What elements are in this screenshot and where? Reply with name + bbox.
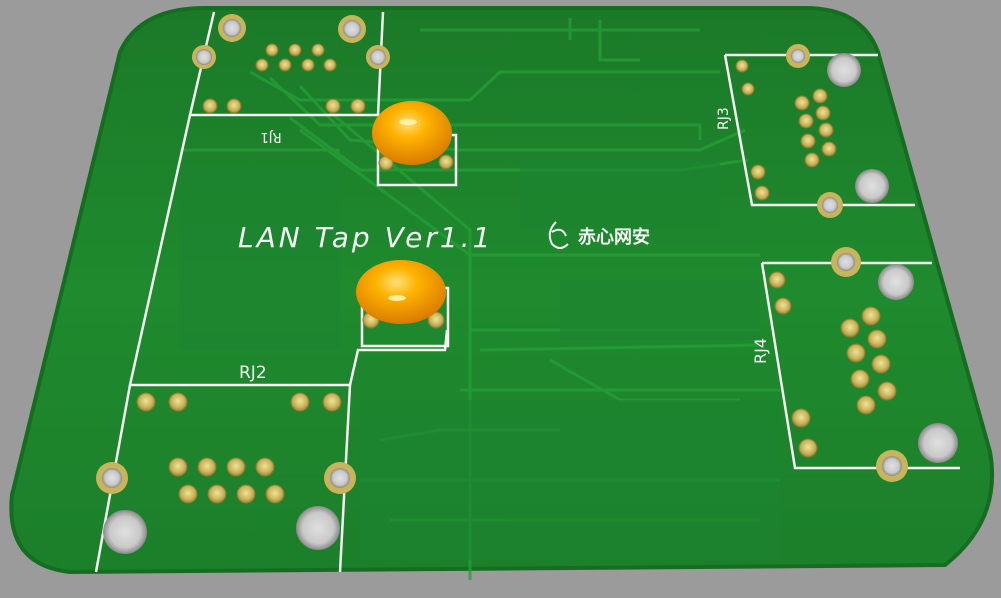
hole (831, 247, 861, 277)
hole (324, 462, 356, 494)
hole (918, 423, 958, 463)
logo-text: 赤心网安 (578, 226, 650, 248)
hole (296, 506, 340, 550)
capacitor-c2 (356, 260, 446, 324)
hole (786, 44, 810, 68)
hole (192, 45, 216, 69)
hole (876, 450, 908, 482)
label-rj1: RJ1 (260, 129, 281, 144)
copper-pour-regions (180, 160, 780, 560)
hole (218, 14, 246, 42)
label-rj2: RJ2 (239, 363, 267, 383)
mounting-holes (96, 14, 958, 554)
hole (878, 264, 914, 300)
hole (855, 169, 889, 203)
hole (103, 510, 147, 554)
board-title: LAN Tap Ver1.1 (238, 221, 493, 254)
logo-mark-icon (548, 221, 569, 249)
hole (96, 462, 128, 494)
hole (366, 45, 390, 69)
hole (827, 53, 861, 87)
solder-pads (136, 43, 897, 504)
label-rj3: RJ3 (716, 107, 732, 130)
hole (338, 15, 366, 43)
label-rj4: RJ4 (751, 338, 770, 364)
capacitor-c1 (372, 101, 452, 165)
hole (817, 192, 843, 218)
